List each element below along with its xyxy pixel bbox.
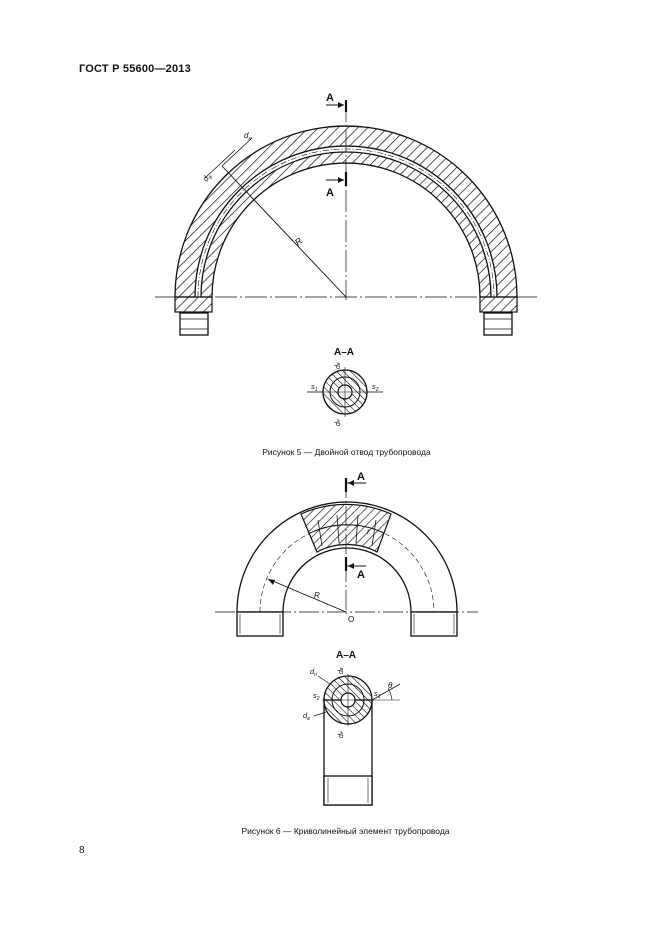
svg-text:dв: dв <box>338 667 345 674</box>
fig6-radius-label: R <box>314 591 320 600</box>
fig5-section-mark-bottom: А <box>326 187 334 199</box>
document-header: ГОСТ Р 55600—2013 <box>79 63 191 75</box>
fig5-right-thread <box>483 312 513 336</box>
fig6-section-title: А–А <box>336 650 356 661</box>
svg-text:dн: dн <box>310 667 317 678</box>
svg-text:dн: dн <box>244 131 251 142</box>
figure-6-caption: Рисунок 6 — Криволинейный элемент трубоп… <box>241 826 450 836</box>
fig5-dv-label: d <box>201 174 211 183</box>
figure-6-drawing: r R O А А А–А θ dн dв s2 s1 dв dн <box>215 471 478 806</box>
fig5-section-title: А–А <box>334 347 354 358</box>
fig6-r-label: r <box>367 527 370 536</box>
fig6-origin-label: O <box>348 615 354 624</box>
svg-text:s1: s1 <box>374 689 381 700</box>
fig5-section-mark-top: А <box>326 92 334 104</box>
fig6-tube <box>236 501 458 613</box>
svg-text:dв: dв <box>335 362 342 369</box>
figure-5-caption: Рисунок 5 — Двойной отвод трубопровода <box>262 447 431 457</box>
svg-text:s2: s2 <box>313 691 320 702</box>
fig5-radius-label: R <box>293 235 305 247</box>
svg-text:s1: s1 <box>311 382 318 393</box>
fig5-radius-line <box>221 165 347 298</box>
fig6-section-mark-bottom: А <box>357 569 365 581</box>
svg-text:dв: dв <box>201 172 214 184</box>
figure-5-drawing: R dн dв А А А–А s1 s2 dв dн <box>155 92 540 426</box>
svg-text:dн: dн <box>335 419 342 426</box>
svg-text:dн: dн <box>338 731 345 738</box>
fig6-theta-label: θ <box>388 681 393 690</box>
fig5-left-thread <box>179 312 209 336</box>
svg-text:dв: dв <box>303 711 310 722</box>
page-number: 8 <box>79 845 85 856</box>
fig5-dn-label: d <box>244 131 249 140</box>
fig6-section-mark-top: А <box>357 471 365 483</box>
svg-text:s2: s2 <box>372 382 379 393</box>
